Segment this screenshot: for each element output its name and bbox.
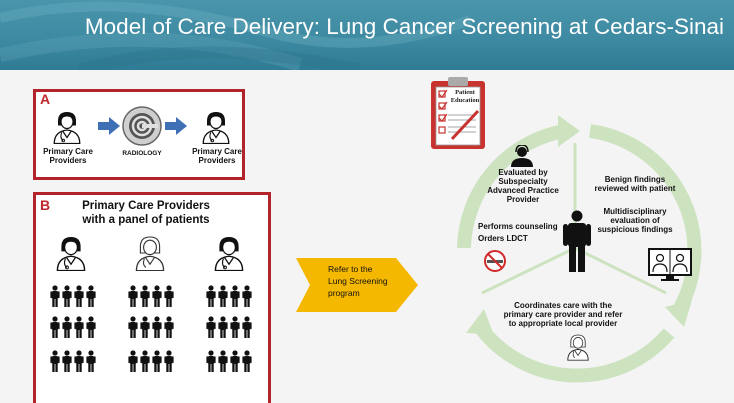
model-b-title-line1: Primary Care Providers [82,200,210,212]
orders-ldct-label: Orders LDCT [478,234,528,243]
patient-panel-icon [206,316,254,338]
referral-line3: program [328,288,360,298]
arrow-right-icon [98,117,120,135]
model-a-right-label: Primary Care Providers [192,147,242,166]
evaluated-line3: Advanced Practice [487,186,559,195]
patient-panel-icon [50,350,98,372]
patient-panel-icon [128,316,176,338]
model-b-title-line2: with a panel of patients [82,214,210,226]
patient-panel-icon [206,350,254,372]
no-smoking-icon [484,250,506,272]
model-b-letter: B [40,197,51,213]
patient-panel-icon [50,316,98,338]
patient-panel-icon [206,285,254,307]
multidisciplinary-line3: suspicious findings [597,225,673,234]
evaluated-line2: Subspecialty [498,177,548,186]
arrow-right-icon [165,117,187,135]
referral-arrow [296,258,418,312]
evaluated-line1: Evaluated by [498,168,548,177]
patient-education-clipboard-icon [431,77,485,149]
multidisciplinary-line1: Multidisciplinary [603,207,667,216]
provider-doctor-icon [213,235,245,271]
care-cycle-arrows [457,115,702,383]
video-conference-monitor-icon [648,248,692,281]
clipboard-line2: Education [450,97,480,104]
radiology-logo-icon [122,106,162,146]
coordinates-line1: Coordinates care with the [514,301,612,310]
patient-panel-icon [50,285,98,307]
provider-doctor-icon [55,235,87,271]
patient-panel-icon [128,285,176,307]
counseling-label: Performs counseling [478,222,558,231]
patient-figure-icon [563,210,591,272]
provider-doctor-icon [52,110,82,144]
evaluated-line4: Provider [506,195,540,204]
title-banner: Model of Care Delivery: Lung Cancer Scre… [0,0,734,70]
radiology-label: RADIOLOGY [122,150,162,157]
patient-panel-icon [128,350,176,372]
model-b-box [33,192,271,403]
referral-line1: Refer to the [328,264,373,274]
page-title: Model of Care Delivery: Lung Cancer Scre… [84,14,724,39]
coordinates-line2: primary care provider and refer [503,310,623,319]
coordinates-line3: to appropriate local provider [508,319,618,328]
model-a-letter: A [40,91,51,107]
model-a-left-label: Primary Care Providers [43,147,93,166]
clipboard-line1: Patient [455,89,475,96]
benign-line1: Benign findings [604,175,666,184]
provider-doctor-icon [134,235,166,271]
multidisciplinary-line2: evaluation of [610,216,660,225]
referral-line2: Lung Screening [328,276,388,286]
provider-doctor-icon [201,110,231,144]
primary-care-doctor-icon [566,333,590,361]
benign-line2: reviewed with patient [594,184,676,193]
banner-swirl-decoration [0,1,472,70]
provider-headset-icon [511,145,533,167]
